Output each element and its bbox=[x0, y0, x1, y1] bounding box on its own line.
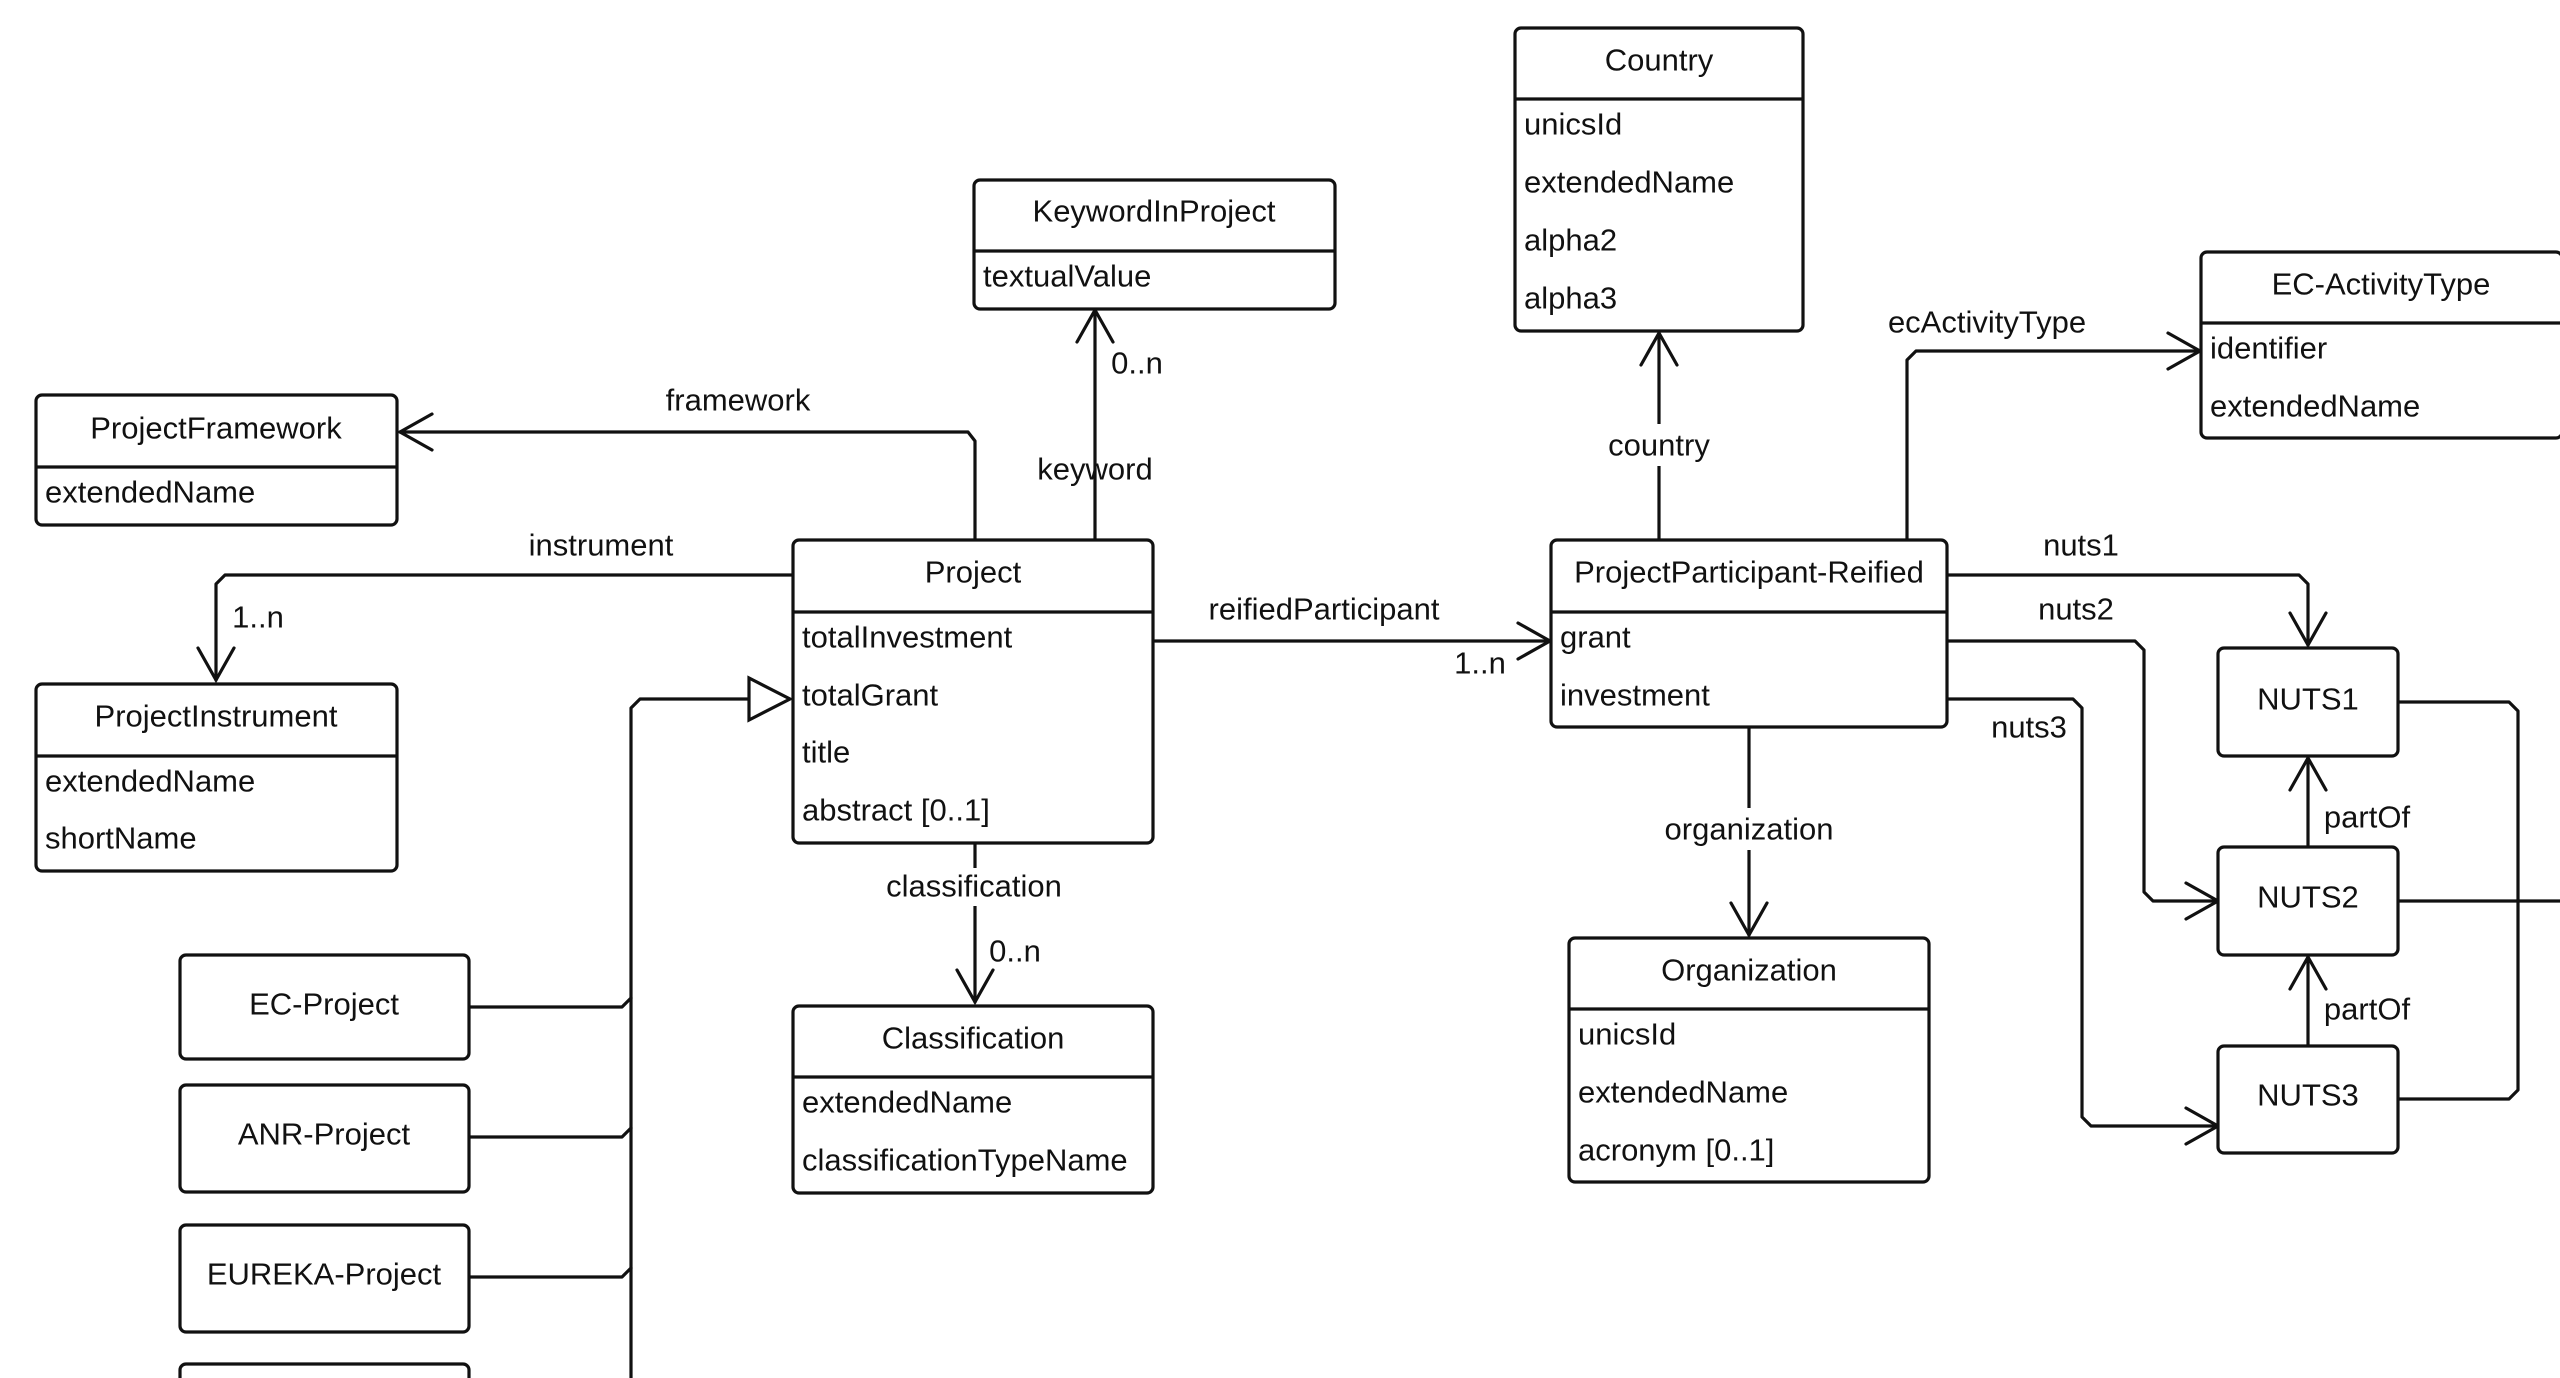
attribute: extendedName bbox=[1524, 165, 1734, 200]
instrument-label: instrument bbox=[529, 528, 674, 563]
keyword-multiplicity: 0..n bbox=[1111, 346, 1163, 381]
framework-label: framework bbox=[666, 383, 811, 418]
class-nuts3[interactable]: NUTS3 bbox=[2216, 1044, 2400, 1155]
instrument-multiplicity: 1..n bbox=[232, 600, 284, 635]
instrument-association: instrument 1..n bbox=[196, 528, 795, 684]
part-of-nuts3-nuts2: partOf bbox=[2288, 953, 2411, 1047]
country-label: country bbox=[1608, 428, 1710, 463]
class-ec-activity-type[interactable]: EC-ActivityType identifier extendedName bbox=[2199, 250, 2560, 440]
nuts1-label: nuts1 bbox=[2043, 528, 2119, 563]
class-nuts1[interactable]: NUTS1 bbox=[2216, 646, 2400, 758]
class-eureka-project[interactable]: EUREKA-Project bbox=[178, 1223, 471, 1334]
class-ec-activity-type-name: EC-ActivityType bbox=[2272, 267, 2491, 302]
class-nuts2[interactable]: NUTS2 bbox=[2216, 845, 2400, 957]
class-project[interactable]: Project totalInvestment totalGrant title… bbox=[791, 538, 1155, 845]
nuts1-association: nuts1 bbox=[1945, 528, 2328, 649]
class-project-participant-reified[interactable]: ProjectParticipant-Reified grant investm… bbox=[1549, 538, 1949, 729]
class-nuts2-name: NUTS2 bbox=[2257, 880, 2359, 915]
nuts-side-connectors bbox=[2396, 700, 2560, 1101]
part-of-label-1: partOf bbox=[2324, 800, 2411, 835]
attribute: unicsId bbox=[1524, 107, 1622, 142]
attribute: abstract [0..1] bbox=[802, 793, 990, 828]
keyword-association: keyword 0..n bbox=[1037, 306, 1163, 542]
class-partial-project[interactable] bbox=[178, 1362, 471, 1378]
attribute: totalInvestment bbox=[802, 620, 1013, 655]
class-organization[interactable]: Organization unicsId extendedName acrony… bbox=[1567, 936, 1931, 1184]
ec-activity-type-association: ecActivityType bbox=[1888, 305, 2204, 542]
class-keyword-in-project-name: KeywordInProject bbox=[1033, 194, 1276, 229]
ec-activity-type-label: ecActivityType bbox=[1888, 305, 2086, 340]
class-organization-name: Organization bbox=[1661, 953, 1837, 988]
classification-association: classification 0..n bbox=[870, 841, 1080, 1006]
organization-association: organization bbox=[1650, 725, 1848, 939]
class-anr-project[interactable]: ANR-Project bbox=[178, 1083, 471, 1194]
class-project-name: Project bbox=[925, 555, 1022, 590]
class-project-instrument-name: ProjectInstrument bbox=[95, 699, 338, 734]
part-of-label-2: partOf bbox=[2324, 992, 2411, 1027]
framework-association: framework bbox=[396, 383, 977, 542]
nuts2-label: nuts2 bbox=[2038, 592, 2114, 627]
class-project-framework-name: ProjectFramework bbox=[90, 411, 342, 446]
attribute: acronym [0..1] bbox=[1578, 1133, 1774, 1168]
attribute: identifier bbox=[2210, 331, 2327, 366]
class-ec-project-name: EC-Project bbox=[249, 987, 399, 1022]
attribute: investment bbox=[1560, 678, 1710, 713]
organization-label: organization bbox=[1665, 812, 1834, 847]
class-nuts3-name: NUTS3 bbox=[2257, 1078, 2359, 1113]
class-nuts1-name: NUTS1 bbox=[2257, 682, 2359, 717]
attribute: grant bbox=[1560, 620, 1631, 655]
attribute: unicsId bbox=[1578, 1017, 1676, 1052]
generalization-arrowhead bbox=[747, 675, 794, 723]
attribute: totalGrant bbox=[802, 678, 939, 713]
class-eureka-project-name: EUREKA-Project bbox=[207, 1257, 442, 1292]
classification-label: classification bbox=[886, 869, 1062, 904]
attribute: shortName bbox=[45, 821, 197, 856]
attribute: extendedName bbox=[1578, 1075, 1788, 1110]
country-association: country bbox=[1594, 329, 1724, 542]
reified-participant-label: reifiedParticipant bbox=[1209, 592, 1440, 627]
attribute: extendedName bbox=[45, 764, 255, 799]
class-country[interactable]: Country unicsId extendedName alpha2 alph… bbox=[1513, 26, 1805, 333]
classification-multiplicity: 0..n bbox=[989, 934, 1041, 969]
attribute: extendedName bbox=[45, 475, 255, 510]
class-country-name: Country bbox=[1605, 43, 1714, 78]
class-anr-project-name: ANR-Project bbox=[238, 1117, 411, 1152]
class-project-framework[interactable]: ProjectFramework extendedName bbox=[34, 393, 399, 527]
attribute: extendedName bbox=[2210, 389, 2420, 424]
attribute: classificationTypeName bbox=[802, 1143, 1128, 1178]
attribute: extendedName bbox=[802, 1085, 1012, 1120]
nuts3-association: nuts3 bbox=[1945, 697, 2222, 1146]
reified-participant-association: reifiedParticipant 1..n bbox=[1153, 592, 1554, 681]
reified-participant-multiplicity: 1..n bbox=[1454, 646, 1506, 681]
class-keyword-in-project[interactable]: KeywordInProject textualValue bbox=[972, 178, 1337, 311]
part-of-nuts2-nuts1: partOf bbox=[2288, 754, 2411, 847]
attribute: textualValue bbox=[983, 259, 1151, 294]
attribute: alpha2 bbox=[1524, 223, 1617, 258]
class-project-instrument[interactable]: ProjectInstrument extendedName shortName bbox=[34, 682, 399, 873]
attribute: alpha3 bbox=[1524, 281, 1617, 316]
keyword-label: keyword bbox=[1037, 452, 1152, 487]
class-ec-project[interactable]: EC-Project bbox=[178, 953, 471, 1061]
generalization-tree bbox=[467, 675, 794, 1378]
class-classification-name: Classification bbox=[882, 1021, 1065, 1056]
nuts2-association: nuts2 bbox=[1945, 592, 2222, 921]
class-classification[interactable]: Classification extendedName classificati… bbox=[791, 1004, 1155, 1195]
attribute: title bbox=[802, 735, 850, 770]
nuts3-label: nuts3 bbox=[1991, 710, 2067, 745]
class-project-participant-reified-name: ProjectParticipant-Reified bbox=[1574, 555, 1924, 590]
